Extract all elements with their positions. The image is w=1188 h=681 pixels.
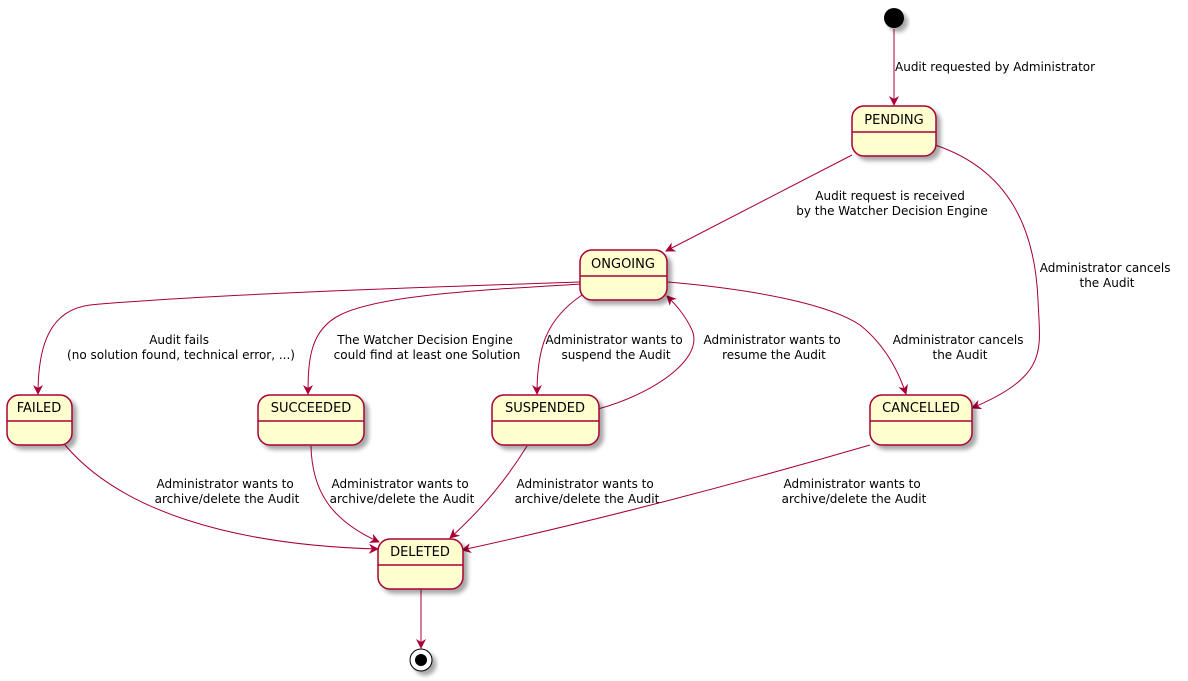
label-succeeded-to-deleted: Administrator wants to archive/delete th… bbox=[330, 477, 475, 506]
label-suspended-to-deleted: Administrator wants to archive/delete th… bbox=[515, 477, 660, 506]
label-failed-to-deleted: Administrator wants to archive/delete th… bbox=[155, 477, 300, 506]
label-ongoing-to-suspended: Administrator wants to suspend the Audit bbox=[545, 333, 686, 362]
edge-cancelled-to-deleted bbox=[461, 444, 871, 553]
label-pending-to-cancelled: Administrator cancels the Audit bbox=[1040, 261, 1175, 290]
state-suspended: SUSPENDED bbox=[491, 394, 600, 446]
edge-ongoing-to-succeeded bbox=[303, 283, 583, 395]
label-suspended-to-ongoing: Administrator wants to resume the Audit bbox=[703, 333, 844, 362]
state-pending-label: PENDING bbox=[864, 113, 923, 128]
edge-failed-to-deleted bbox=[64, 444, 379, 554]
state-succeeded: SUCCEEDED bbox=[257, 394, 365, 446]
state-cancelled: CANCELLED bbox=[869, 394, 973, 446]
edge-pending-to-ongoing bbox=[665, 154, 853, 252]
state-ongoing: ONGOING bbox=[579, 249, 668, 301]
label-ongoing-to-failed: Audit fails (no solution found, technica… bbox=[67, 333, 295, 362]
edge-ongoing-to-failed bbox=[33, 281, 581, 395]
edge-pending-to-cancelled bbox=[934, 144, 1040, 410]
state-succeeded-label: SUCCEEDED bbox=[271, 401, 352, 416]
label-start-to-pending: Audit requested by Administrator bbox=[895, 60, 1095, 74]
edge-ongoing-to-cancelled bbox=[667, 281, 908, 395]
label-ongoing-to-cancelled: Administrator cancels the Audit bbox=[893, 333, 1028, 362]
start-node bbox=[884, 8, 904, 28]
edge-suspended-to-ongoing bbox=[597, 295, 695, 410]
state-deleted: DELETED bbox=[377, 538, 464, 590]
edge-suspended-to-deleted bbox=[449, 445, 528, 539]
state-failed-label: FAILED bbox=[17, 401, 61, 416]
state-failed: FAILED bbox=[6, 394, 73, 446]
label-cancelled-to-deleted: Administrator wants to archive/delete th… bbox=[782, 477, 927, 506]
state-suspended-label: SUSPENDED bbox=[505, 401, 585, 416]
end-node bbox=[409, 648, 433, 672]
edge-ongoing-to-suspended bbox=[532, 294, 583, 395]
state-ongoing-label: ONGOING bbox=[591, 257, 655, 272]
state-pending: PENDING bbox=[851, 105, 937, 157]
state-deleted-label: DELETED bbox=[390, 545, 450, 560]
state-cancelled-label: CANCELLED bbox=[882, 401, 960, 416]
label-ongoing-to-succeeded: The Watcher Decision Engine could find a… bbox=[334, 333, 521, 362]
label-pending-to-ongoing: Audit request is received by the Watcher… bbox=[796, 189, 988, 218]
edge-succeeded-to-deleted bbox=[310, 445, 380, 543]
